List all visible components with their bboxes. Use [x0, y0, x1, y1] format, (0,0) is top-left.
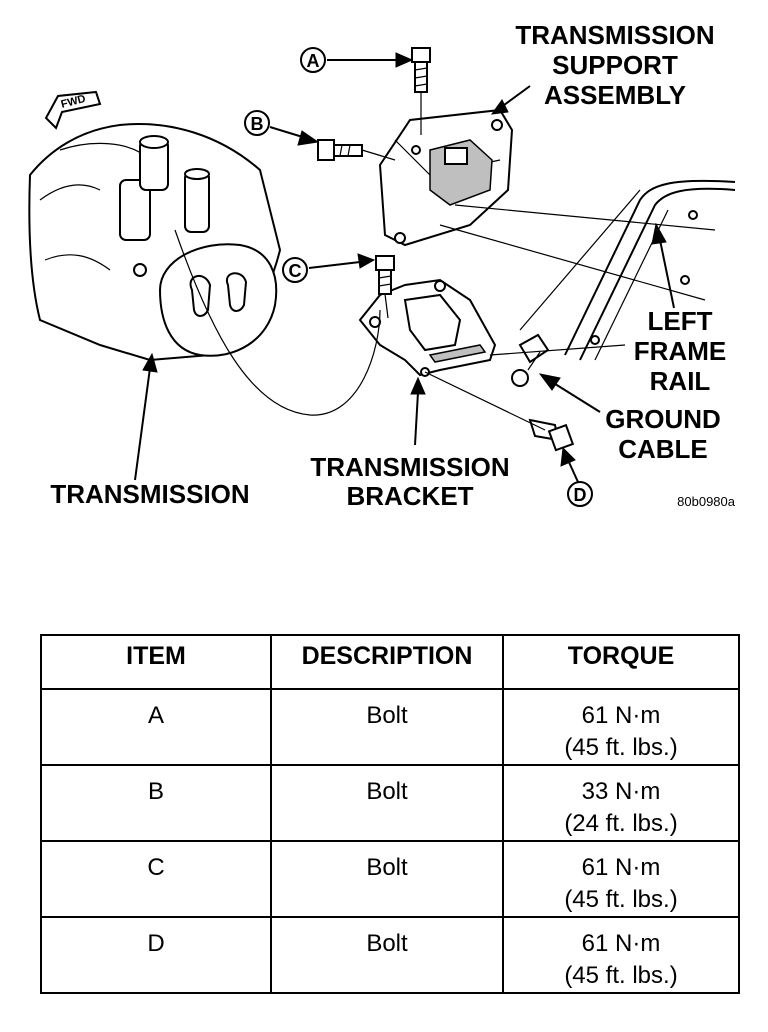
- cell-torque: 61 N·m (45 ft. lbs.): [502, 840, 740, 918]
- cell-description: Bolt: [270, 688, 504, 766]
- cell-torque: 61 N·m (45 ft. lbs.): [502, 916, 740, 994]
- left-frame-rail-label-line1: LEFT: [648, 306, 713, 336]
- torque-imperial: (45 ft. lbs.): [564, 734, 678, 761]
- table-row: C Bolt 61 N·m (45 ft. lbs.): [40, 840, 740, 918]
- torque-imperial: (24 ft. lbs.): [564, 810, 678, 837]
- svg-text:D: D: [574, 485, 587, 505]
- bolt-a-icon: [411, 47, 431, 93]
- torque-table: ITEM DESCRIPTION TORQUE A Bolt 61 N·m (45…: [40, 634, 740, 994]
- torque-metric: 61 N·m: [581, 702, 661, 729]
- bolt-d-icon: [528, 418, 575, 452]
- ground-cable-label-line1: GROUND: [605, 404, 721, 434]
- table-row: B Bolt 33 N·m (24 ft. lbs.): [40, 764, 740, 842]
- left-frame-rail-label-line2: FRAME: [634, 336, 726, 366]
- figure-code: 80b0980a: [677, 494, 736, 509]
- svg-text:A: A: [307, 51, 320, 71]
- header-description: DESCRIPTION: [270, 634, 504, 690]
- left-frame-rail-label-line3: RAIL: [650, 366, 711, 396]
- cell-item: A: [40, 688, 272, 766]
- cell-description: Bolt: [270, 916, 504, 994]
- cell-item: C: [40, 840, 272, 918]
- transmission-housing: [28, 123, 282, 362]
- cell-torque: 33 N·m (24 ft. lbs.): [502, 764, 740, 842]
- alignment-lines: [174, 92, 716, 431]
- cell-torque: 61 N·m (45 ft. lbs.): [502, 688, 740, 766]
- callout-b: B: [244, 110, 270, 136]
- cell-description: Bolt: [270, 840, 504, 918]
- fwd-arrow-icon: FWD: [44, 90, 102, 130]
- transmission-support-label-line2: SUPPORT: [552, 50, 678, 80]
- callout-a: A: [300, 47, 326, 73]
- torque-metric: 33 N·m: [581, 778, 661, 805]
- table-header-row: ITEM DESCRIPTION TORQUE: [40, 634, 740, 690]
- callout-d: D: [567, 481, 593, 507]
- ground-cable-label-line2: CABLE: [618, 434, 708, 464]
- header-torque: TORQUE: [502, 634, 740, 690]
- bolt-c-icon: [375, 255, 395, 295]
- torque-imperial: (45 ft. lbs.): [564, 962, 678, 989]
- exploded-mount-diagram: FWD: [28, 20, 736, 511]
- header-item: ITEM: [40, 634, 272, 690]
- callout-arrows: [134, 52, 675, 483]
- torque-metric: 61 N·m: [581, 854, 661, 881]
- torque-imperial: (45 ft. lbs.): [564, 886, 678, 913]
- ground-cable: [511, 333, 550, 387]
- callout-c: C: [282, 257, 308, 283]
- table-row: D Bolt 61 N·m (45 ft. lbs.): [40, 916, 740, 994]
- svg-text:C: C: [289, 261, 302, 281]
- cell-item: D: [40, 916, 272, 994]
- transmission-support-label-line3: ASSEMBLY: [544, 80, 686, 110]
- table-row: A Bolt 61 N·m (45 ft. lbs.): [40, 688, 740, 766]
- transmission-bracket-label-line1: TRANSMISSION: [310, 452, 509, 482]
- cell-item: B: [40, 764, 272, 842]
- svg-text:B: B: [251, 114, 264, 134]
- transmission-bracket-label-line2: BRACKET: [346, 481, 473, 511]
- transmission-label: TRANSMISSION: [50, 479, 249, 509]
- transmission-support-label-line1: TRANSMISSION: [515, 20, 714, 50]
- bolt-b-icon: [317, 139, 363, 161]
- torque-metric: 61 N·m: [581, 930, 661, 957]
- cell-description: Bolt: [270, 764, 504, 842]
- left-frame-rail: [519, 179, 736, 361]
- transmission-support-assembly: [378, 108, 514, 247]
